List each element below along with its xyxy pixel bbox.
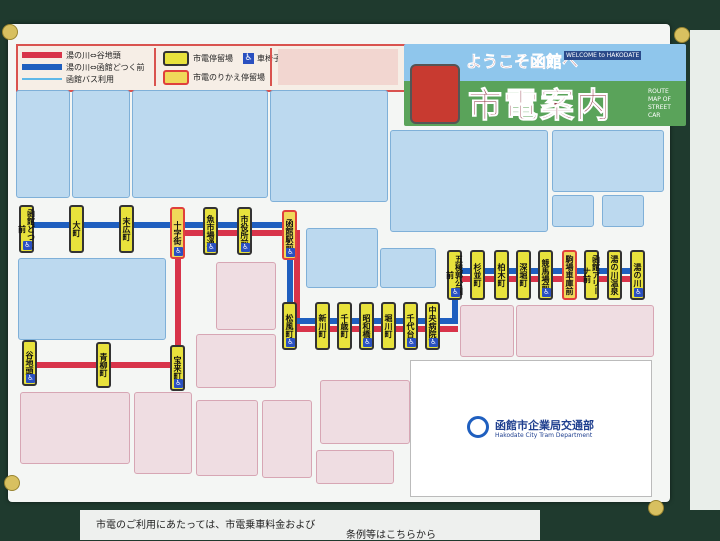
station-stop[interactable]: 競馬場前	[538, 250, 553, 300]
landmark-panel	[320, 380, 410, 444]
landmark-panel	[72, 90, 130, 198]
station-stop[interactable]: 堀川町	[381, 302, 396, 350]
notice-link-text: 条例等はこちらから	[346, 530, 436, 541]
station-stop[interactable]: 杉並町	[470, 250, 485, 300]
page-title: 市電案内	[468, 86, 612, 127]
legend-label: 湯の川⇔谷地頭	[66, 50, 121, 60]
wheelchair-icon: ♿	[243, 53, 254, 64]
legend-label: 函館バス利用	[66, 74, 114, 84]
landmark-panel	[552, 195, 594, 227]
landmark-panel	[270, 90, 388, 202]
landmark-panel	[18, 258, 166, 340]
landmark-panel	[552, 130, 664, 192]
legend-label: 市電のりかえ停留場	[193, 73, 265, 82]
divider	[154, 48, 156, 86]
landmark-panel	[390, 130, 548, 232]
adjacent-board	[690, 30, 720, 510]
station-stop[interactable]: 十字街	[170, 207, 185, 259]
red-line-swatch	[22, 52, 62, 58]
wheelchair-icon: ♿	[634, 288, 643, 297]
landmark-panel	[380, 248, 436, 288]
pin	[4, 475, 20, 491]
landmark-panel	[306, 228, 378, 288]
legend-bus: 函館バス利用	[22, 73, 152, 85]
notice-text: 市電のご利用にあたっては、市電乗車料金および	[96, 520, 316, 531]
landmark-panel	[134, 392, 192, 474]
header-banner: ようこそ函館へ WELCOME to HAKODATE 市電案内 ROUTE M…	[404, 44, 686, 127]
stop-swatch	[163, 51, 189, 66]
wheelchair-icon: ♿	[23, 241, 32, 250]
pin	[2, 24, 18, 40]
station-stop[interactable]: 柏木町	[494, 250, 509, 300]
station-stop[interactable]: 湯の川	[630, 250, 645, 300]
route-5-line	[290, 318, 458, 324]
landmark-panel	[196, 334, 276, 388]
wheelchair-icon: ♿	[286, 248, 295, 257]
legend-route-5: 湯の川⇔函館どつく前	[22, 61, 152, 73]
welcome-text: ようこそ函館へ	[466, 52, 579, 72]
blue-line-swatch	[22, 64, 62, 70]
wheelchair-icon: ♿	[429, 338, 438, 347]
landmark-panel	[516, 305, 654, 357]
landmark-panel	[16, 90, 70, 198]
station-stop[interactable]: 大町	[69, 205, 84, 253]
bus-line-swatch	[22, 78, 62, 80]
wheelchair-icon: ♿	[174, 379, 183, 388]
route-2-line	[178, 230, 293, 236]
divider	[270, 48, 272, 86]
legend-label: 車椅子対応	[257, 54, 297, 63]
notice-board: 市電のご利用にあたっては、市電乗車料金および 条例等はこちらから	[80, 510, 540, 541]
tram-illustration	[410, 64, 460, 124]
station-stop[interactable]: 青柳町	[96, 342, 111, 388]
station-stop[interactable]: 駒場車庫前	[562, 250, 577, 300]
department-name: 函館市企業局交通部	[495, 419, 594, 432]
wheelchair-icon: ♿	[241, 243, 250, 252]
station-stop[interactable]: 函館駅前	[282, 210, 297, 260]
station-stop[interactable]: 千歳町	[337, 302, 352, 350]
station-stop[interactable]: 深堀町	[516, 250, 531, 300]
wheelchair-icon: ♿	[363, 338, 372, 347]
welcome-en: WELCOME to HAKODATE	[564, 51, 642, 60]
landmark-panel	[20, 392, 130, 464]
route-5-line	[287, 222, 293, 322]
pin	[674, 27, 690, 43]
hakodate-emblem-icon	[467, 416, 489, 438]
wheelchair-icon: ♿	[26, 374, 35, 383]
wheelchair-icon: ♿	[286, 338, 295, 347]
route-2-line	[175, 230, 181, 370]
landmark-panel	[132, 90, 268, 198]
landmark-panel	[316, 450, 394, 484]
department-name-en: Hakodate City Tram Department	[495, 432, 593, 439]
landmark-panel	[602, 195, 644, 227]
wheelchair-icon: ♿	[407, 338, 416, 347]
station-stop[interactable]: 湯の川温泉	[607, 250, 622, 300]
landmark-panel	[216, 262, 276, 330]
wheelchair-icon: ♿	[174, 247, 183, 256]
legend-route-2: 湯の川⇔谷地頭	[22, 49, 152, 61]
department-box: 函館市企業局交通部 Hakodate City Tram Department	[410, 360, 652, 497]
route-2-line	[290, 326, 458, 332]
wheelchair-icon: ♿	[542, 288, 551, 297]
route-2-line	[294, 230, 300, 326]
route-5-line	[25, 222, 293, 228]
station-stop[interactable]: 新川町	[315, 302, 330, 350]
landmark-panel	[460, 305, 514, 357]
landmark-panel	[196, 400, 258, 476]
pin	[648, 500, 664, 516]
station-stop[interactable]: 末広町	[119, 205, 134, 253]
legend-label: 市電停留場	[193, 54, 233, 63]
wheelchair-icon: ♿	[207, 243, 216, 252]
wheelchair-icon: ♿	[451, 288, 460, 297]
transfer-stop-swatch	[163, 70, 189, 85]
subtitle-en: ROUTE MAP OF STREET CAR	[648, 88, 671, 119]
timetable-box	[278, 49, 398, 85]
landmark-panel	[262, 400, 312, 478]
legend-label: 湯の川⇔函館どつく前	[66, 62, 145, 72]
station-stop[interactable]: 函館アリーナ前	[583, 250, 601, 300]
station-stop[interactable]: 五稜郭公園前	[446, 250, 464, 300]
